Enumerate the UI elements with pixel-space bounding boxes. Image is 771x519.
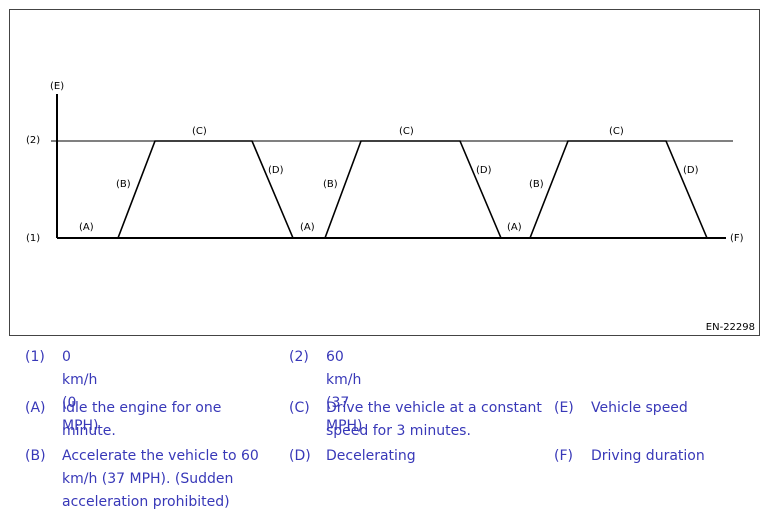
- phase-label-a: (A): [507, 222, 522, 233]
- x-axis-label: (F): [730, 233, 744, 244]
- legend-key: (C): [289, 400, 310, 416]
- legend-item-e: (E) Vehicle speed: [554, 397, 754, 420]
- phase-label-c: (C): [609, 126, 624, 137]
- legend-text: 0 km/h (0 MPH): [62, 349, 99, 434]
- legend-item-f: (F) Driving duration: [554, 445, 754, 468]
- legend-text: acceleration prohibited): [62, 494, 230, 510]
- phase-label-d: (D): [683, 165, 699, 176]
- speed-profile-diagram: (E) (2) (1) (F) (A) (B) (C) (D) (A) (B) …: [26, 81, 744, 244]
- legend-item-d: (D) Decelerating: [289, 445, 539, 468]
- legend-text: minute.: [62, 423, 116, 439]
- legend-item-a: (A) Idle the engine for one minute.: [25, 397, 275, 443]
- legend-text: Idle the engine for one: [62, 400, 222, 416]
- legend-item-c: (C) Drive the vehicle at a constant spee…: [289, 397, 549, 443]
- level-high-label: (2): [26, 135, 40, 146]
- legend-text: Vehicle speed: [591, 400, 688, 416]
- legend-key: (2): [289, 349, 309, 365]
- legend-key: (F): [554, 448, 573, 464]
- legend-key: (E): [554, 400, 574, 416]
- legend-item-b: (B) Accelerate the vehicle to 60 km/h (3…: [25, 445, 275, 514]
- phase-label-b: (B): [529, 179, 544, 190]
- legend-text: Driving duration: [591, 448, 705, 464]
- legend-key: (B): [25, 448, 46, 464]
- phase-label-a: (A): [300, 222, 315, 233]
- level-low-label: (1): [26, 233, 40, 244]
- phase-label-c: (C): [399, 126, 414, 137]
- y-axis-label: (E): [50, 81, 64, 92]
- legend-key: (D): [289, 448, 311, 464]
- legend-text: speed for 3 minutes.: [326, 423, 471, 439]
- phase-label-a: (A): [79, 222, 94, 233]
- phase-label-c: (C): [192, 126, 207, 137]
- legend-text: Drive the vehicle at a constant: [326, 400, 542, 416]
- phase-label-b: (B): [323, 179, 338, 190]
- legend-key: (1): [25, 349, 45, 365]
- phase-label-d: (D): [268, 165, 284, 176]
- legend-text: km/h (37 MPH). (Sudden: [62, 471, 234, 487]
- diagram-frame: (E) (2) (1) (F) (A) (B) (C) (D) (A) (B) …: [9, 9, 760, 336]
- legend-text: Accelerate the vehicle to 60: [62, 448, 259, 464]
- phase-label-d: (D): [476, 165, 492, 176]
- legend-text: Decelerating: [326, 448, 416, 464]
- legend-text: 60 km/h (37 MPH): [326, 349, 363, 434]
- phase-label-b: (B): [116, 179, 131, 190]
- figure-id: EN-22298: [705, 322, 755, 333]
- speed-profile-line: [57, 140, 726, 239]
- legend-key: (A): [25, 400, 46, 416]
